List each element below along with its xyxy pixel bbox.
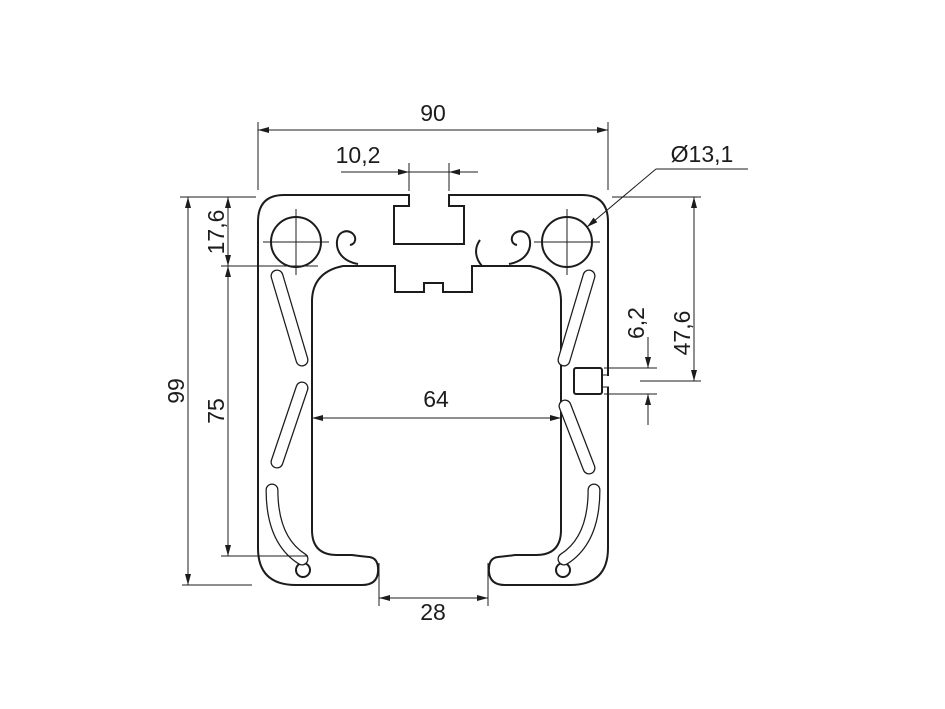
dim-side-channel-size: 6,2: [604, 307, 657, 425]
dim-top-width: 90: [257, 100, 609, 190]
profile-outline: [257, 194, 609, 586]
dim-cavity-height: 75: [203, 266, 308, 557]
dim-top-width-label: 90: [420, 100, 446, 126]
dim-side-channel-offset-label: 47,6: [669, 311, 695, 356]
drawing-root: 90 10,2 Ø13,1 17,6: [163, 100, 748, 625]
dim-bore-diameter: Ø13,1: [586, 141, 748, 228]
right-wall-slots: [557, 269, 601, 566]
dim-top-slot-width-label: 10,2: [336, 142, 381, 168]
dim-total-height: 99: [163, 196, 256, 586]
dim-cavity-width-label: 64: [423, 386, 449, 412]
dim-top-wall-height-label: 17,6: [203, 210, 229, 255]
dim-top-wall-height: 17,6: [203, 197, 318, 267]
dim-cavity-height-label: 75: [203, 398, 229, 424]
dim-side-channel-offset: 47,6: [612, 196, 701, 382]
dim-total-height-label: 99: [163, 378, 189, 404]
dim-cavity-width: 64: [312, 386, 561, 421]
profile-section: [257, 194, 610, 586]
top-wall-hook-reliefs: [335, 230, 532, 267]
dim-bottom-slot-width: 28: [378, 563, 489, 625]
dim-top-slot-width: 10,2: [336, 142, 478, 191]
dim-bottom-slot-width-label: 28: [420, 599, 446, 625]
dim-bore-diameter-label: Ø13,1: [671, 141, 734, 167]
side-square-channel: [573, 367, 610, 395]
dim-side-channel-size-label: 6,2: [623, 307, 649, 339]
left-wall-slots: [265, 269, 309, 566]
